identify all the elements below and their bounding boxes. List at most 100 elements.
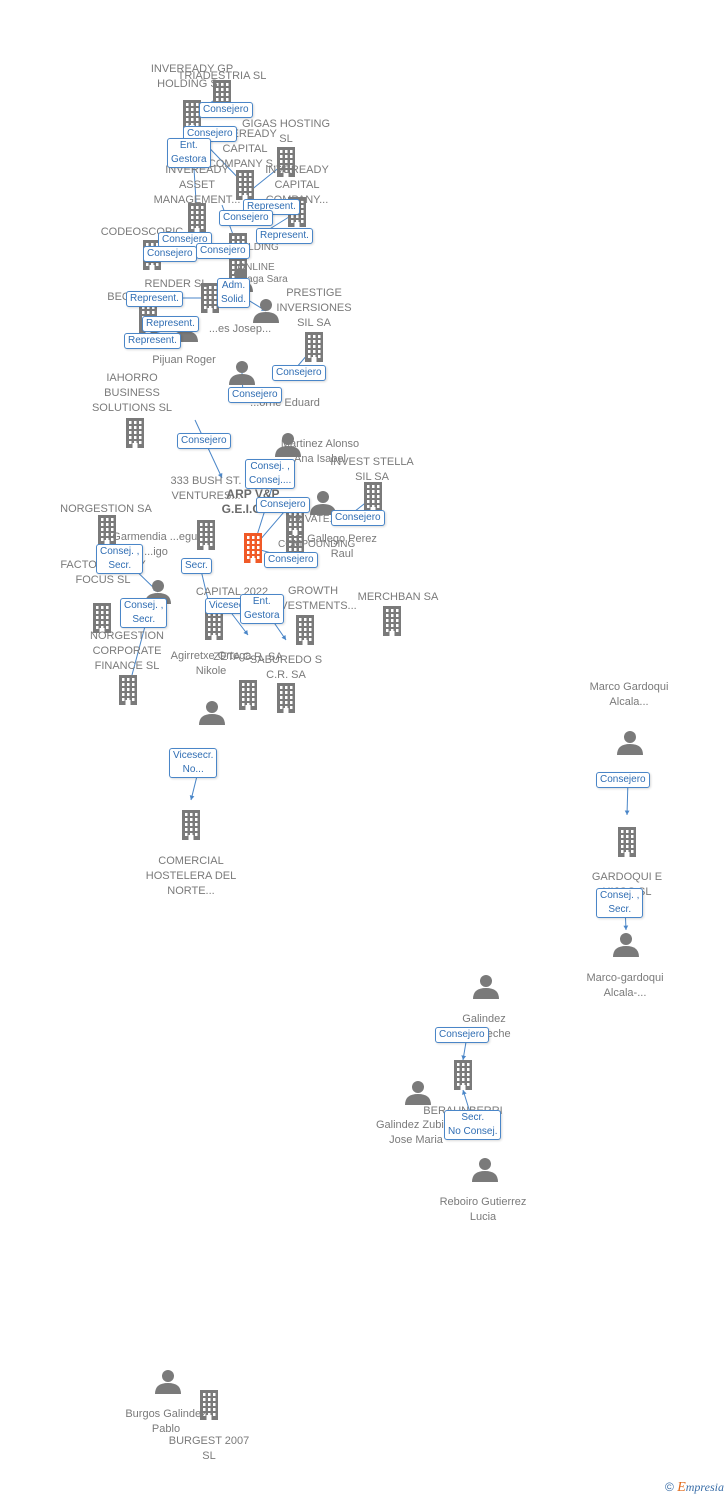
edge-label[interactable]: Consej. , Consej.... bbox=[245, 459, 296, 489]
node-label-overlapped: PRIVATE... bbox=[288, 514, 338, 525]
company-icon[interactable] bbox=[277, 683, 295, 713]
company-label[interactable]: NORGESTION CORPORATE FINANCE SL bbox=[90, 630, 164, 672]
company-label[interactable]: SABUREDO S C.R. SA bbox=[249, 654, 323, 681]
company-icon[interactable] bbox=[98, 515, 116, 545]
company-icon[interactable] bbox=[305, 332, 323, 362]
company-icon[interactable] bbox=[126, 418, 144, 448]
edge-label[interactable]: Ent. Gestora bbox=[240, 594, 284, 624]
edge-label[interactable]: Represent. bbox=[126, 291, 183, 307]
company-icon[interactable] bbox=[183, 100, 201, 130]
edge-label[interactable]: Consej. , Secr. bbox=[596, 888, 644, 918]
person-label[interactable]: Marco Gardoqui Alcala... bbox=[589, 681, 669, 708]
person-icon[interactable] bbox=[275, 433, 301, 457]
edge-label[interactable]: Consejero bbox=[196, 243, 250, 259]
company-icon[interactable] bbox=[239, 680, 257, 710]
company-label[interactable]: GIGAS HOSTING SL bbox=[241, 118, 330, 145]
person-label[interactable]: Burgos Galindez Pablo bbox=[125, 1408, 207, 1435]
person-icon[interactable] bbox=[310, 491, 336, 515]
company-icon[interactable] bbox=[197, 520, 215, 550]
company-icon[interactable] bbox=[236, 170, 254, 200]
person-label[interactable]: Agirretxe Ortega Nikole bbox=[170, 650, 252, 677]
company-label[interactable]: COMERCIAL HOSTELERA DEL NORTE... bbox=[145, 855, 237, 897]
person-icon[interactable] bbox=[473, 975, 499, 999]
node-label-overlapped: ONLINE bbox=[237, 262, 275, 273]
edge-label[interactable]: Represent. bbox=[256, 228, 313, 244]
edge-label[interactable]: Consejero bbox=[331, 510, 385, 526]
person-label[interactable]: Reboiro Gutierrez Lucia bbox=[439, 1196, 527, 1223]
edge-label[interactable]: Ent. Gestora bbox=[167, 138, 211, 168]
person-icon[interactable] bbox=[472, 1158, 498, 1182]
edge-label[interactable]: Represent. bbox=[124, 333, 181, 349]
company-icon[interactable] bbox=[200, 1390, 218, 1420]
edge-arrow bbox=[217, 473, 223, 478]
person-label[interactable]: Gallego Perez Raul bbox=[307, 533, 377, 560]
edge-label[interactable]: Consejero bbox=[596, 772, 650, 788]
brand-initial: E bbox=[677, 1480, 686, 1495]
person-icon[interactable] bbox=[617, 731, 643, 755]
focus-company-icon[interactable] bbox=[244, 533, 262, 563]
company-icon[interactable] bbox=[454, 1060, 472, 1090]
company-icon[interactable] bbox=[205, 610, 223, 640]
company-label[interactable]: INVEREADY GP HOLDING S... bbox=[150, 63, 234, 90]
edge-label[interactable]: Consejero bbox=[219, 210, 273, 226]
company-label[interactable]: IAHORRO BUSINESS SOLUTIONS SL bbox=[91, 372, 173, 414]
edge-arrow bbox=[189, 795, 195, 800]
company-label[interactable]: INVEST STELLA SIL SA bbox=[330, 456, 414, 483]
person-label[interactable]: Garmendia ...egui ...igo bbox=[112, 531, 200, 558]
company-icon[interactable] bbox=[383, 606, 401, 636]
edge-label[interactable]: Secr. No Consej. bbox=[444, 1110, 502, 1140]
edge-label[interactable]: Consejero bbox=[272, 365, 326, 381]
person-icon[interactable] bbox=[155, 1370, 181, 1394]
company-icon[interactable] bbox=[277, 147, 295, 177]
person-label[interactable]: Galindez Zubiria Jose Maria bbox=[375, 1119, 457, 1146]
company-icon[interactable] bbox=[119, 675, 137, 705]
footer-brand[interactable]: © Empresia bbox=[665, 1480, 724, 1496]
person-label[interactable]: Pijuan Roger bbox=[152, 354, 216, 366]
company-label[interactable]: PRESTIGE INVERSIONES SIL SA bbox=[276, 287, 352, 329]
company-icon[interactable] bbox=[296, 615, 314, 645]
node-label-overlapped: HOLDING bbox=[233, 242, 279, 253]
person-label[interactable]: ...es Josep... bbox=[208, 323, 272, 335]
edge-arrow bbox=[623, 925, 629, 930]
edge-label[interactable]: Adm. Solid. bbox=[217, 278, 251, 308]
person-icon[interactable] bbox=[199, 701, 225, 725]
edge-label[interactable]: Represent. bbox=[142, 316, 199, 332]
company-label[interactable]: INVEREADY ASSET MANAGEMENT... bbox=[153, 164, 241, 206]
company-label[interactable]: TRIADESTRIA SL bbox=[177, 70, 267, 82]
edge-arrow bbox=[243, 630, 248, 635]
edge-label[interactable]: Consejero bbox=[264, 552, 318, 568]
copyright-symbol: © bbox=[665, 1480, 674, 1494]
company-icon[interactable] bbox=[93, 603, 111, 633]
company-label[interactable]: ZETA C.R. SA bbox=[213, 651, 283, 663]
edge-label[interactable]: Secr. bbox=[181, 558, 212, 574]
person-icon[interactable] bbox=[613, 933, 639, 957]
company-label[interactable]: RENDER SL bbox=[144, 278, 208, 290]
edge-label[interactable]: Consejero bbox=[177, 433, 231, 449]
edge-line bbox=[194, 419, 223, 479]
company-icon[interactable] bbox=[364, 482, 382, 512]
company-icon[interactable] bbox=[182, 810, 200, 840]
edge-label[interactable]: Consejero bbox=[143, 246, 197, 262]
edge-label[interactable]: Consej. , Secr. bbox=[120, 598, 168, 628]
person-icon[interactable] bbox=[405, 1081, 431, 1105]
person-icon[interactable] bbox=[229, 361, 255, 385]
node-label-overlapped: COMPOUNDING bbox=[278, 539, 356, 550]
company-icon[interactable] bbox=[201, 283, 219, 313]
person-label[interactable]: Marco-gardoqui Alcala-... bbox=[586, 972, 664, 999]
company-label[interactable]: NORGESTION SA bbox=[60, 503, 152, 515]
company-label[interactable]: GROWTH INVESTMENTS... bbox=[269, 585, 357, 612]
edge-label[interactable]: Consejero bbox=[199, 102, 253, 118]
edge-label[interactable]: Vicesecr. No... bbox=[169, 748, 218, 778]
company-icon[interactable] bbox=[188, 203, 206, 233]
person-label[interactable]: Martinez Alonso Ana Isabel bbox=[280, 438, 360, 465]
edge-label[interactable]: Consej. , Secr. bbox=[96, 544, 144, 574]
company-label[interactable]: 333 BUSH ST. VENTURES... bbox=[170, 475, 242, 502]
edge-label[interactable]: Consejero bbox=[256, 497, 310, 513]
company-label[interactable]: MERCHBAN SA bbox=[357, 591, 439, 603]
edge-label[interactable]: Consejero bbox=[228, 387, 282, 403]
company-label[interactable]: BURGEST 2007 SL bbox=[168, 1435, 250, 1462]
person-icon[interactable] bbox=[253, 299, 279, 323]
company-icon[interactable] bbox=[618, 827, 636, 857]
edge-label[interactable]: Consejero bbox=[435, 1027, 489, 1043]
edge-arrow bbox=[281, 635, 286, 640]
